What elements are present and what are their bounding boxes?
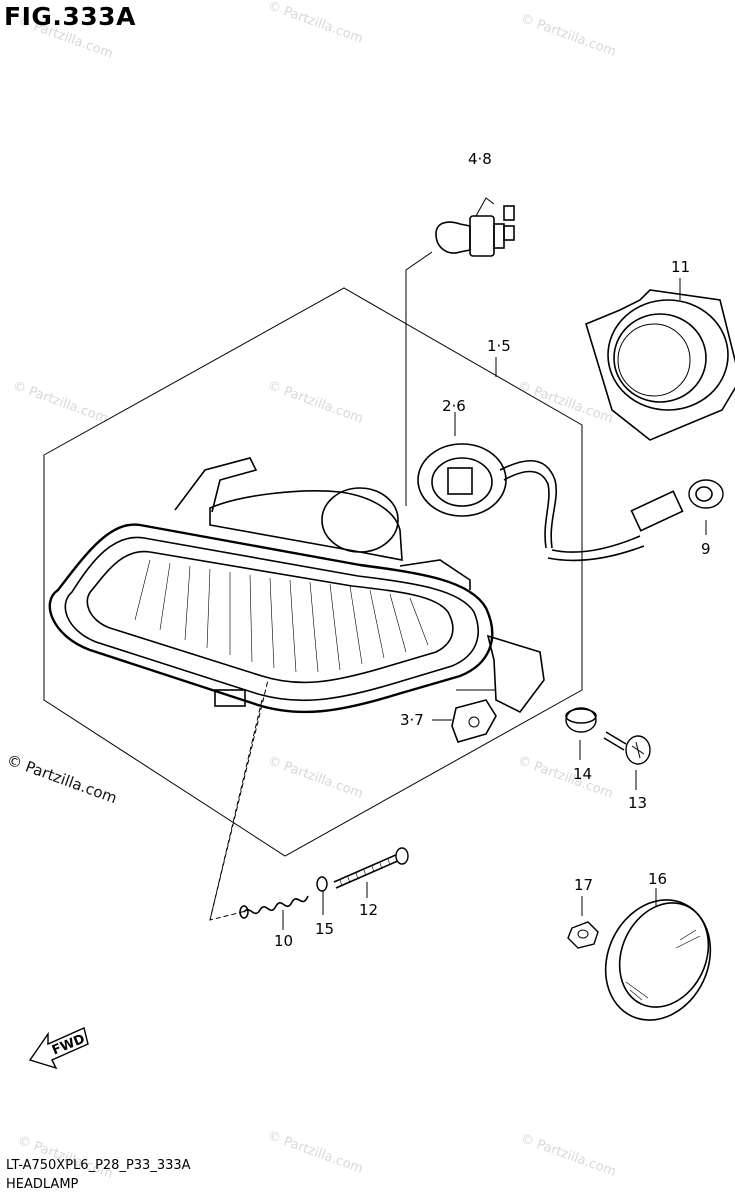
part-label-2-6: 2·6: [442, 397, 466, 415]
adjuster-leader: [209, 679, 269, 921]
forward-direction-arrow: FWD: [28, 1027, 89, 1070]
part-label-4-8: 4·8: [468, 150, 492, 168]
reflector-hatching: [134, 559, 429, 673]
part-label-3-7: 3·7: [400, 711, 424, 729]
part-label-10: 10: [274, 932, 294, 950]
adjuster-spring: [239, 895, 309, 919]
part-label-11: 11: [671, 258, 691, 276]
adjuster-washer: [316, 876, 328, 892]
part-label-14: 14: [573, 765, 593, 783]
part-label-15: 15: [315, 920, 335, 938]
figure-title: FIG.333A: [4, 2, 136, 31]
part-label-1-5: 1·5: [487, 337, 511, 355]
headlamp-housing: [48, 457, 545, 714]
part-label-16: 16: [648, 870, 668, 888]
bulb-socket: [417, 443, 684, 562]
model-code: LT-A750XPL6_P28_P33_333A: [6, 1158, 191, 1173]
part-label-9: 9: [701, 540, 711, 558]
mounting-screw: [603, 731, 651, 765]
section-name: HEADLAMP: [6, 1177, 79, 1192]
nut-clip: [451, 699, 497, 743]
mounting-grommet: [565, 707, 597, 733]
assembly-frame: [43, 287, 583, 857]
reflector-nut: [567, 921, 599, 949]
grommet: [688, 479, 724, 509]
leader-line-4-8: [405, 251, 433, 506]
part-label-12: 12: [359, 901, 379, 919]
part-label-17: 17: [574, 876, 594, 894]
reflector-lens: [604, 899, 712, 1021]
adjuster-screw: [333, 847, 409, 889]
headlight-cover: [585, 289, 735, 441]
part-label-13: 13: [628, 794, 648, 812]
headlight-bulb: [435, 197, 515, 257]
